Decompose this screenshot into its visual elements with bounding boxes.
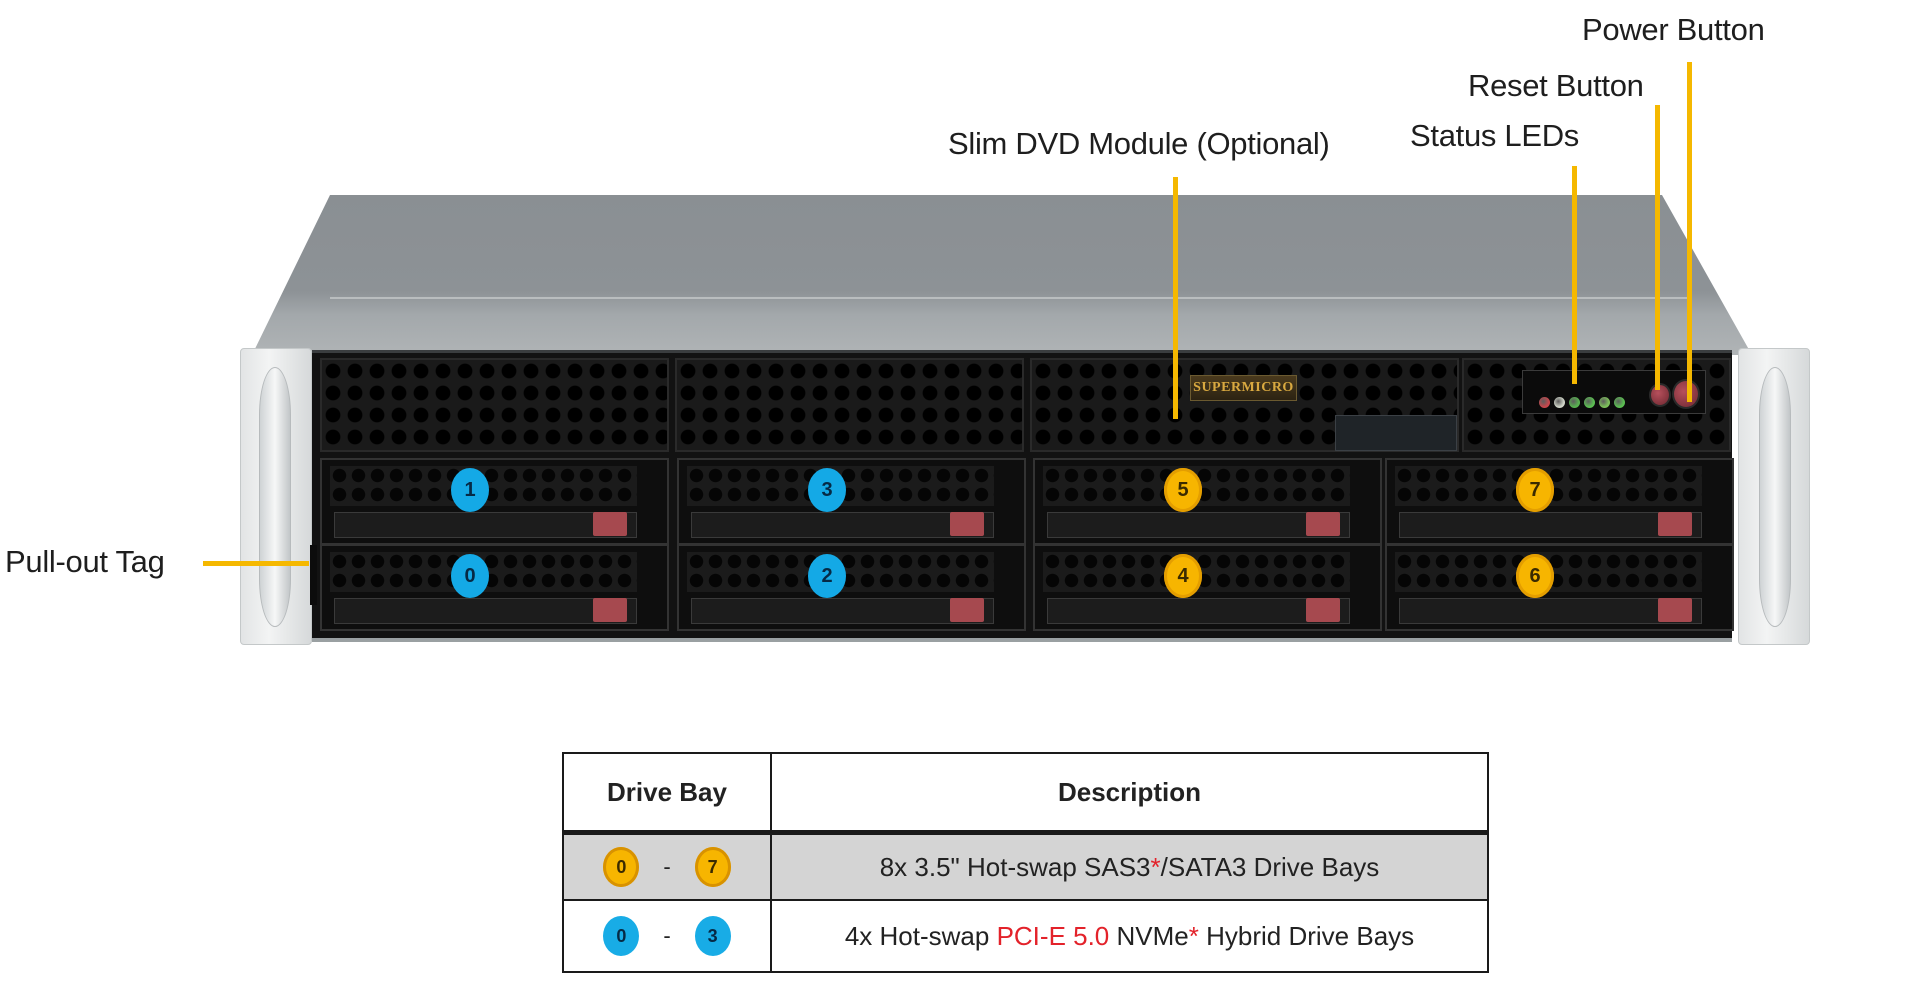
slim-dvd-leader	[1173, 177, 1178, 419]
slim-dvd-label: Slim DVD Module (Optional)	[948, 126, 1330, 161]
power-button-label: Power Button	[1582, 12, 1765, 47]
header-drive-bay: Drive Bay	[562, 752, 772, 835]
table-header-row: Drive Bay Description	[562, 752, 1489, 835]
footnote-asterisk: *	[1150, 851, 1161, 882]
drive-bay-number-badge: 1	[451, 468, 489, 512]
pull-out-tag[interactable]	[310, 545, 317, 605]
drive-tray-handle[interactable]	[691, 598, 994, 624]
table-row: 0-3 4x Hot-swap PCI-E 5.0 NVMe* Hybrid D…	[562, 899, 1489, 973]
range-separator: -	[663, 923, 671, 948]
status-led	[1614, 397, 1625, 408]
vent-grille-left	[320, 358, 669, 452]
pull-out-tag-leader	[203, 561, 309, 566]
drive-bay[interactable]: 6	[1385, 544, 1734, 631]
drive-bay[interactable]: 2	[677, 544, 1026, 631]
reset-button-label: Reset Button	[1468, 68, 1644, 103]
right-handle[interactable]	[1759, 367, 1791, 627]
drive-bay-number-badge: 5	[1164, 468, 1202, 512]
drive-release-latch[interactable]	[593, 512, 627, 536]
bay-badge-from: 0	[603, 916, 640, 956]
description-text: /SATA3 Drive Bays	[1160, 851, 1380, 882]
drive-release-latch[interactable]	[1658, 598, 1692, 622]
dvd-slot[interactable]	[1335, 415, 1457, 451]
status-leds-leader	[1572, 166, 1577, 384]
bay-range-cell: 0-7	[562, 831, 772, 901]
drive-tray-handle[interactable]	[691, 512, 994, 538]
status-led	[1599, 397, 1610, 408]
drive-tray-grill	[1395, 552, 1702, 592]
bay-badge-to: 7	[694, 847, 731, 887]
bay-range-cell: 0-3	[562, 899, 772, 973]
drive-tray-handle[interactable]	[334, 512, 637, 538]
reset-button-leader	[1655, 105, 1660, 390]
description-cell: 4x Hot-swap PCI-E 5.0 NVMe* Hybrid Drive…	[770, 899, 1489, 973]
drive-bay[interactable]: 0	[320, 544, 669, 631]
chassis-lid	[252, 195, 1752, 355]
power-button-leader	[1687, 62, 1692, 402]
drive-bay[interactable]: 4	[1033, 544, 1382, 631]
left-handle[interactable]	[259, 367, 291, 627]
drive-bay-number-badge: 7	[1516, 468, 1554, 512]
description-text: 8x 3.5" Hot-swap SAS3	[879, 851, 1151, 882]
control-panel	[1522, 370, 1706, 414]
description-text: NVMe	[1109, 920, 1189, 951]
drive-tray-handle[interactable]	[1399, 512, 1702, 538]
drive-bay[interactable]: 1	[320, 458, 669, 545]
right-rack-ear	[1738, 348, 1810, 645]
status-leds-label: Status LEDs	[1410, 118, 1580, 153]
drive-bay-number-badge: 6	[1516, 554, 1554, 598]
reset-button[interactable]	[1649, 383, 1671, 407]
drive-bay[interactable]: 7	[1385, 458, 1734, 545]
header-description: Description	[770, 752, 1489, 835]
pull-out-tag-label: Pull-out Tag	[5, 544, 165, 579]
drive-bay[interactable]: 3	[677, 458, 1026, 545]
lid-seam	[330, 297, 1690, 299]
description-cell: 8x 3.5" Hot-swap SAS3*/SATA3 Drive Bays	[770, 831, 1489, 901]
bay-badge-from: 0	[603, 847, 640, 887]
drive-release-latch[interactable]	[950, 598, 984, 622]
drive-bay-number-badge: 4	[1164, 554, 1202, 598]
drive-bay-number-badge: 2	[808, 554, 846, 598]
left-rack-ear	[240, 348, 312, 645]
status-led	[1539, 397, 1550, 408]
footnote-asterisk: *	[1188, 920, 1199, 951]
pcie-highlight: PCI-E 5.0	[996, 920, 1110, 951]
drive-release-latch[interactable]	[593, 598, 627, 622]
drive-tray-handle[interactable]	[334, 598, 637, 624]
status-led	[1554, 397, 1565, 408]
range-separator: -	[663, 854, 671, 879]
drive-bay-number-badge: 0	[451, 554, 489, 598]
drive-release-latch[interactable]	[1306, 512, 1340, 536]
status-led	[1569, 397, 1580, 408]
table-row: 0-7 8x 3.5" Hot-swap SAS3*/SATA3 Drive B…	[562, 831, 1489, 901]
drive-tray-handle[interactable]	[1047, 598, 1350, 624]
supermicro-logo: SUPERMICRO	[1190, 375, 1297, 401]
bay-badge-to: 3	[694, 916, 731, 956]
drive-tray-handle[interactable]	[1399, 598, 1702, 624]
drive-bay-number-badge: 3	[808, 468, 846, 512]
drive-bay-table: Drive Bay Description 0-7 8x 3.5" Hot-sw…	[562, 752, 1489, 973]
drive-release-latch[interactable]	[1658, 512, 1692, 536]
drive-release-latch[interactable]	[1306, 598, 1340, 622]
description-text: Hybrid Drive Bays	[1198, 920, 1415, 951]
vent-grille-center	[675, 358, 1024, 452]
drive-release-latch[interactable]	[950, 512, 984, 536]
power-button[interactable]	[1672, 379, 1700, 409]
drive-bay[interactable]: 5	[1033, 458, 1382, 545]
drive-tray-handle[interactable]	[1047, 512, 1350, 538]
description-text: 4x Hot-swap	[844, 920, 997, 951]
status-led	[1584, 397, 1595, 408]
